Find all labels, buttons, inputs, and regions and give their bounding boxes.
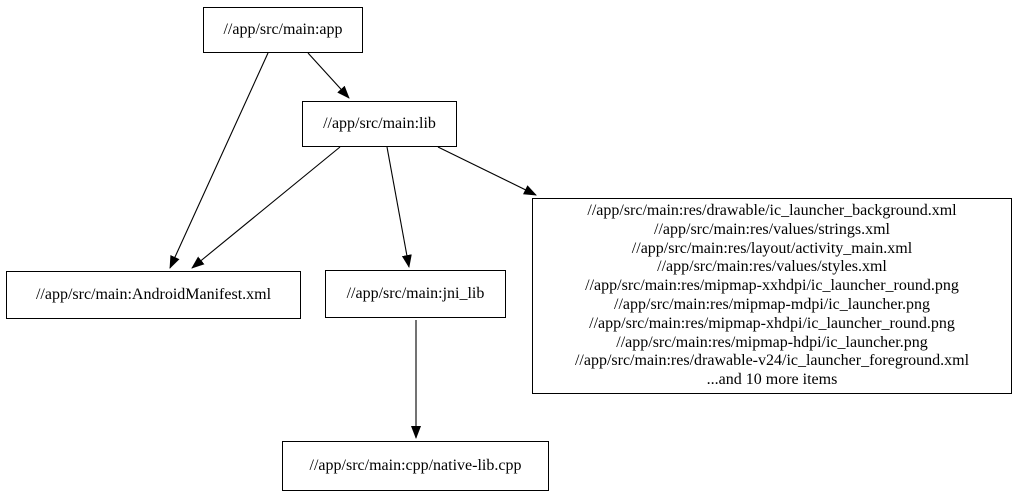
node-app-label: //app/src/main:app [223,20,343,38]
node-jni-lib: //app/src/main:jni_lib [325,270,506,318]
node-android-manifest-label: //app/src/main:AndroidManifest.xml [35,285,272,303]
resource-item-label: //app/src/main:res/drawable/ic_launcher_… [587,202,957,220]
edge-app-to-manifest [169,52,269,269]
node-jni-lib-label: //app/src/main:jni_lib [346,284,485,302]
resource-item-label: //app/src/main:res/mipmap-hdpi/ic_launch… [616,333,928,351]
edge-lib-to-resources [437,146,537,196]
node-resources-list: //app/src/main:res/drawable/ic_launcher_… [532,198,1012,394]
resource-item-label: //app/src/main:res/layout/activity_main.… [631,239,913,257]
node-native-lib-cpp: //app/src/main:cpp/native-lib.cpp [282,441,549,491]
edge-lib-to-jni-lib [386,146,412,268]
resource-item-label: //app/src/main:res/values/strings.xml [654,220,890,238]
edge-lib-to-manifest [191,146,341,269]
resource-item-label: //app/src/main:res/mipmap-mdpi/ic_launch… [614,296,930,313]
node-lib-label: //app/src/main:lib [323,114,436,132]
resource-item-label: //app/src/main:res/drawable-v24/ic_launc… [574,352,970,370]
node-lib: //app/src/main:lib [302,101,457,147]
edge-app-to-lib [307,52,350,99]
resource-item-label: //app/src/main:res/values/styles.xml [657,258,887,276]
resource-item-label: //app/src/main:res/mipmap-xhdpi/ic_launc… [589,314,955,332]
node-android-manifest: //app/src/main:AndroidManifest.xml [6,271,301,319]
resource-item-label: //app/src/main:res/mipmap-xxhdpi/ic_laun… [585,277,959,295]
node-app: //app/src/main:app [203,7,363,53]
resource-list-more-label: ...and 10 more items [706,371,838,389]
node-native-lib-cpp-label: //app/src/main:cpp/native-lib.cpp [309,456,522,474]
